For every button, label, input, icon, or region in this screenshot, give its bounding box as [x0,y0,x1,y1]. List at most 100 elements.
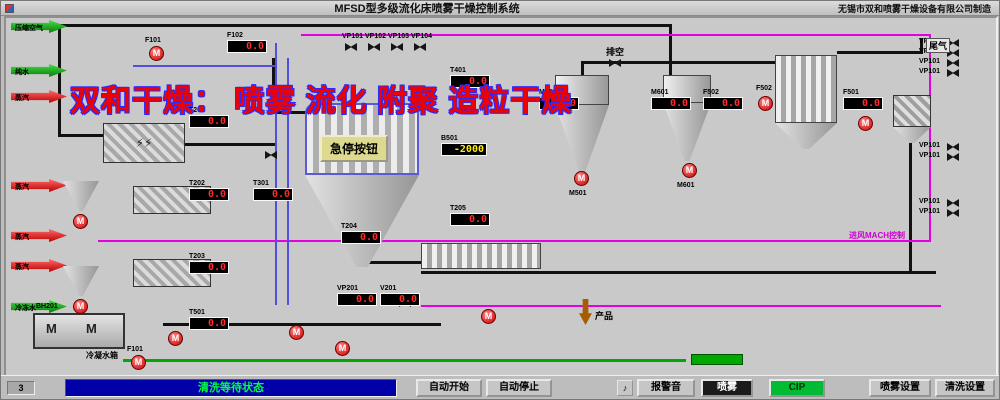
pipe [909,143,912,273]
pipe [837,51,923,54]
inlet-label: 纯水 [15,69,29,76]
app-icon [5,3,14,13]
status-counter: 3 [7,381,35,395]
manufacturer-label: 无锡市双和喷雾干燥设备有限公司制造 [837,3,991,14]
pipe [669,24,672,76]
exhaust-filter [893,95,931,127]
exhaust-filter-cone [893,127,931,143]
valve[interactable] [947,59,959,67]
inlet-arrow-steam-3 [11,229,67,242]
pipe [58,24,672,27]
spray-button[interactable]: 喷雾 [701,379,753,397]
emergency-stop-button[interactable]: 急停按钮 [320,135,389,162]
pump-m601[interactable]: M [682,163,697,178]
pump-m501-label: M501 [569,190,587,197]
title-bar: MFSD型多级流化床喷雾干燥控制系统 无锡市双和喷雾干燥设备有限公司制造 [1,1,999,16]
watermark-brand: 双和干燥： [70,85,225,118]
pipe [581,61,584,76]
pump-m501[interactable]: M [574,171,589,186]
pump[interactable]: M [289,325,304,340]
pump-f101-label: F101 [145,37,161,44]
inlet-arrow-steam-4 [11,259,67,272]
pipe [421,271,936,274]
pipe [272,111,308,114]
inlet-label: 冷冻水 [15,305,36,312]
bag-filter-body [775,55,837,123]
pipe [185,143,275,146]
inlet-arrow-chilled-water [11,300,67,313]
pipe [421,305,941,307]
pump[interactable]: M [481,309,496,324]
pipe [163,323,441,326]
valve-vp102[interactable] [368,43,380,51]
valve-vp104[interactable] [414,43,426,51]
pump[interactable]: M [335,341,350,356]
valve[interactable] [947,199,959,207]
inlet-label: 蒸汽 [15,264,29,271]
valve-vp101[interactable] [345,43,357,51]
electric-heater: ⚡⚡ [103,123,185,163]
auto-start-button[interactable]: 自动开始 [416,379,482,397]
speaker-icon[interactable]: ♪ [617,380,633,396]
inlet-label: 压缩空气 [15,25,43,32]
auto-stop-button[interactable]: 自动停止 [486,379,552,397]
valve-label: VP102 [365,33,387,40]
pump-f101-bottom[interactable]: M [131,355,146,370]
valve[interactable] [947,49,959,57]
valve-vp103[interactable] [391,43,403,51]
valve[interactable] [947,39,959,47]
cip-button[interactable]: CIP [769,379,825,397]
pump[interactable]: M [858,116,873,131]
valve-label: VP101 [919,58,941,65]
valve-label: VP101 [919,198,941,205]
fan-f502[interactable]: M [758,96,773,111]
inlet-arrow-pure-water [11,64,67,77]
small-cyclone-2 [63,266,99,296]
pipe [929,34,931,240]
spray-settings-button[interactable]: 喷雾设置 [869,379,931,397]
valve[interactable] [947,209,959,217]
pump[interactable]: M [73,299,88,314]
pipe [301,34,931,36]
valve-label: VP103 [388,33,410,40]
pump[interactable]: M [73,214,88,229]
alarm-sound-button[interactable]: 报警音 [637,379,695,397]
status-message: 清洗等待状态 [65,379,397,397]
valve[interactable] [609,59,621,67]
cyclone-2-cone [663,103,711,161]
bag-filter-cone [775,123,837,149]
valve[interactable] [947,143,959,151]
clean-settings-button[interactable]: 清洗设置 [935,379,995,397]
valve[interactable] [265,151,277,159]
right-note-label: 进风MACH控制 [849,231,905,240]
pipe [58,24,61,136]
inlet-label: 蒸汽 [15,95,29,102]
fluid-bed [421,243,541,269]
pipe [272,58,275,114]
inlet-label: 蒸汽 [15,184,29,191]
pipe [123,359,686,362]
valve[interactable] [947,69,959,77]
vent-label: 排空 [606,47,625,57]
valve[interactable] [947,153,959,161]
product-label: 产品 [595,311,614,321]
pipe [581,61,781,64]
inlet-arrow-steam-2 [11,179,67,192]
pipe [364,261,421,264]
pump-f101-bottom-label: F101 [127,346,143,353]
valve-label: VP101 [919,142,941,149]
pipe [920,38,923,54]
pump[interactable]: M [168,331,183,346]
display-b501-pressure: B501-2000 [441,135,487,156]
pump-f101[interactable]: M [149,46,164,61]
